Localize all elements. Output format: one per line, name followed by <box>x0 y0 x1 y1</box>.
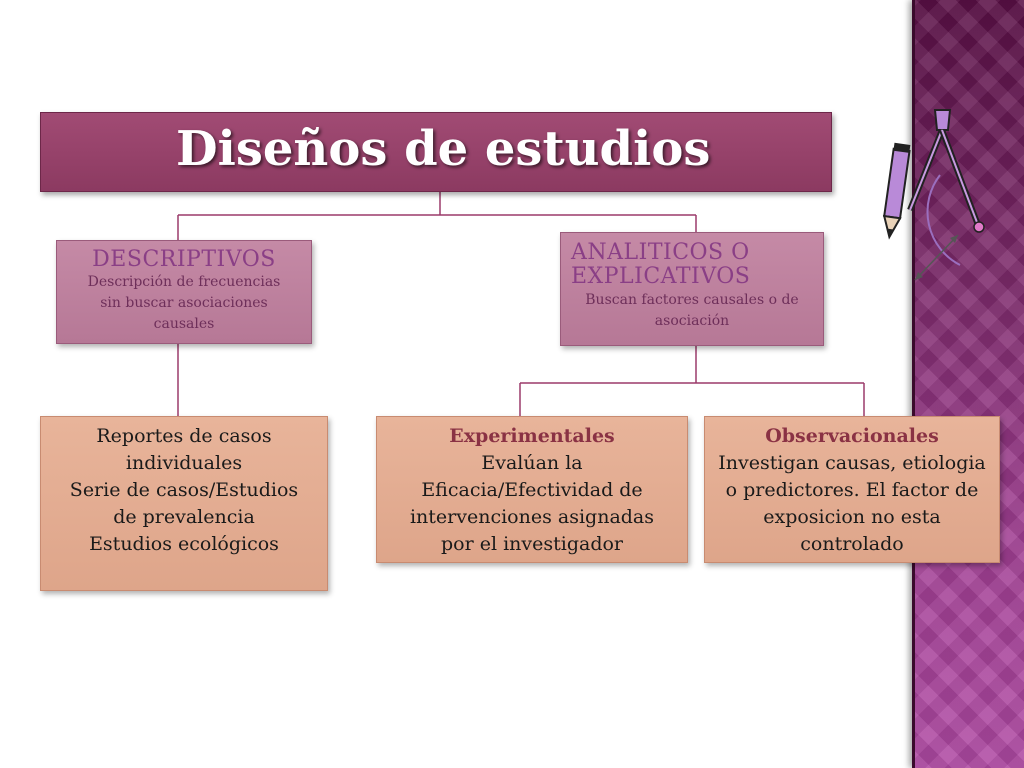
analiticos-line: asociación <box>654 313 730 329</box>
experimentales-line: Evalúan la <box>481 452 583 474</box>
reportes-box: Reportes de casos individuales Serie de … <box>40 416 328 591</box>
reportes-line: Estudios ecológicos <box>89 533 279 555</box>
descriptivos-line: causales <box>153 316 215 332</box>
descriptivos-box: DESCRIPTIVOS Descripción de frecuencias … <box>56 240 312 344</box>
page-title: Diseños de estudios <box>176 121 711 177</box>
analiticos-heading-line: EXPLICATIVOS <box>571 264 751 289</box>
observacionales-box: Observacionales Investigan causas, etiol… <box>704 416 1000 563</box>
analiticos-heading-line: ANALITICOS O <box>571 240 750 265</box>
observacionales-line: Investigan causas, etiologia <box>718 452 986 474</box>
reportes-line: Serie de casos/Estudios <box>69 479 299 501</box>
reportes-line: de prevalencia <box>113 506 255 528</box>
descriptivos-line: sin buscar asociaciones <box>100 295 268 311</box>
analiticos-line: Buscan factores causales o de <box>585 292 799 308</box>
observacionales-line: controlado <box>800 533 904 555</box>
compass-pencil-icon <box>882 109 985 281</box>
experimentales-line: Eficacia/Efectividad de <box>421 479 643 501</box>
side-band <box>912 0 1024 768</box>
analiticos-heading: ANALITICOS O EXPLICATIVOS <box>571 241 821 289</box>
experimentales-heading: Experimentales <box>449 425 615 447</box>
descriptivos-description: Descripción de frecuencias sin buscar as… <box>57 272 311 335</box>
observacionales-line: exposicion no esta <box>763 506 941 528</box>
reportes-line: individuales <box>125 452 243 474</box>
analiticos-box: ANALITICOS O EXPLICATIVOS Buscan factore… <box>560 232 824 346</box>
reportes-line: Reportes de casos <box>96 425 272 447</box>
experimentales-line: por el investigador <box>440 533 623 555</box>
descriptivos-heading: DESCRIPTIVOS <box>92 247 276 272</box>
descriptivos-line: Descripción de frecuencias <box>87 274 281 290</box>
observacionales-heading: Observacionales <box>765 425 939 447</box>
experimentales-box: Experimentales Evalúan la Eficacia/Efect… <box>376 416 688 563</box>
analiticos-description: Buscan factores causales o de asociación <box>561 290 823 332</box>
title-box: Diseños de estudios <box>40 112 832 192</box>
experimentales-line: intervenciones asignadas <box>409 506 655 528</box>
observacionales-line: o predictores. El factor de <box>725 479 979 501</box>
